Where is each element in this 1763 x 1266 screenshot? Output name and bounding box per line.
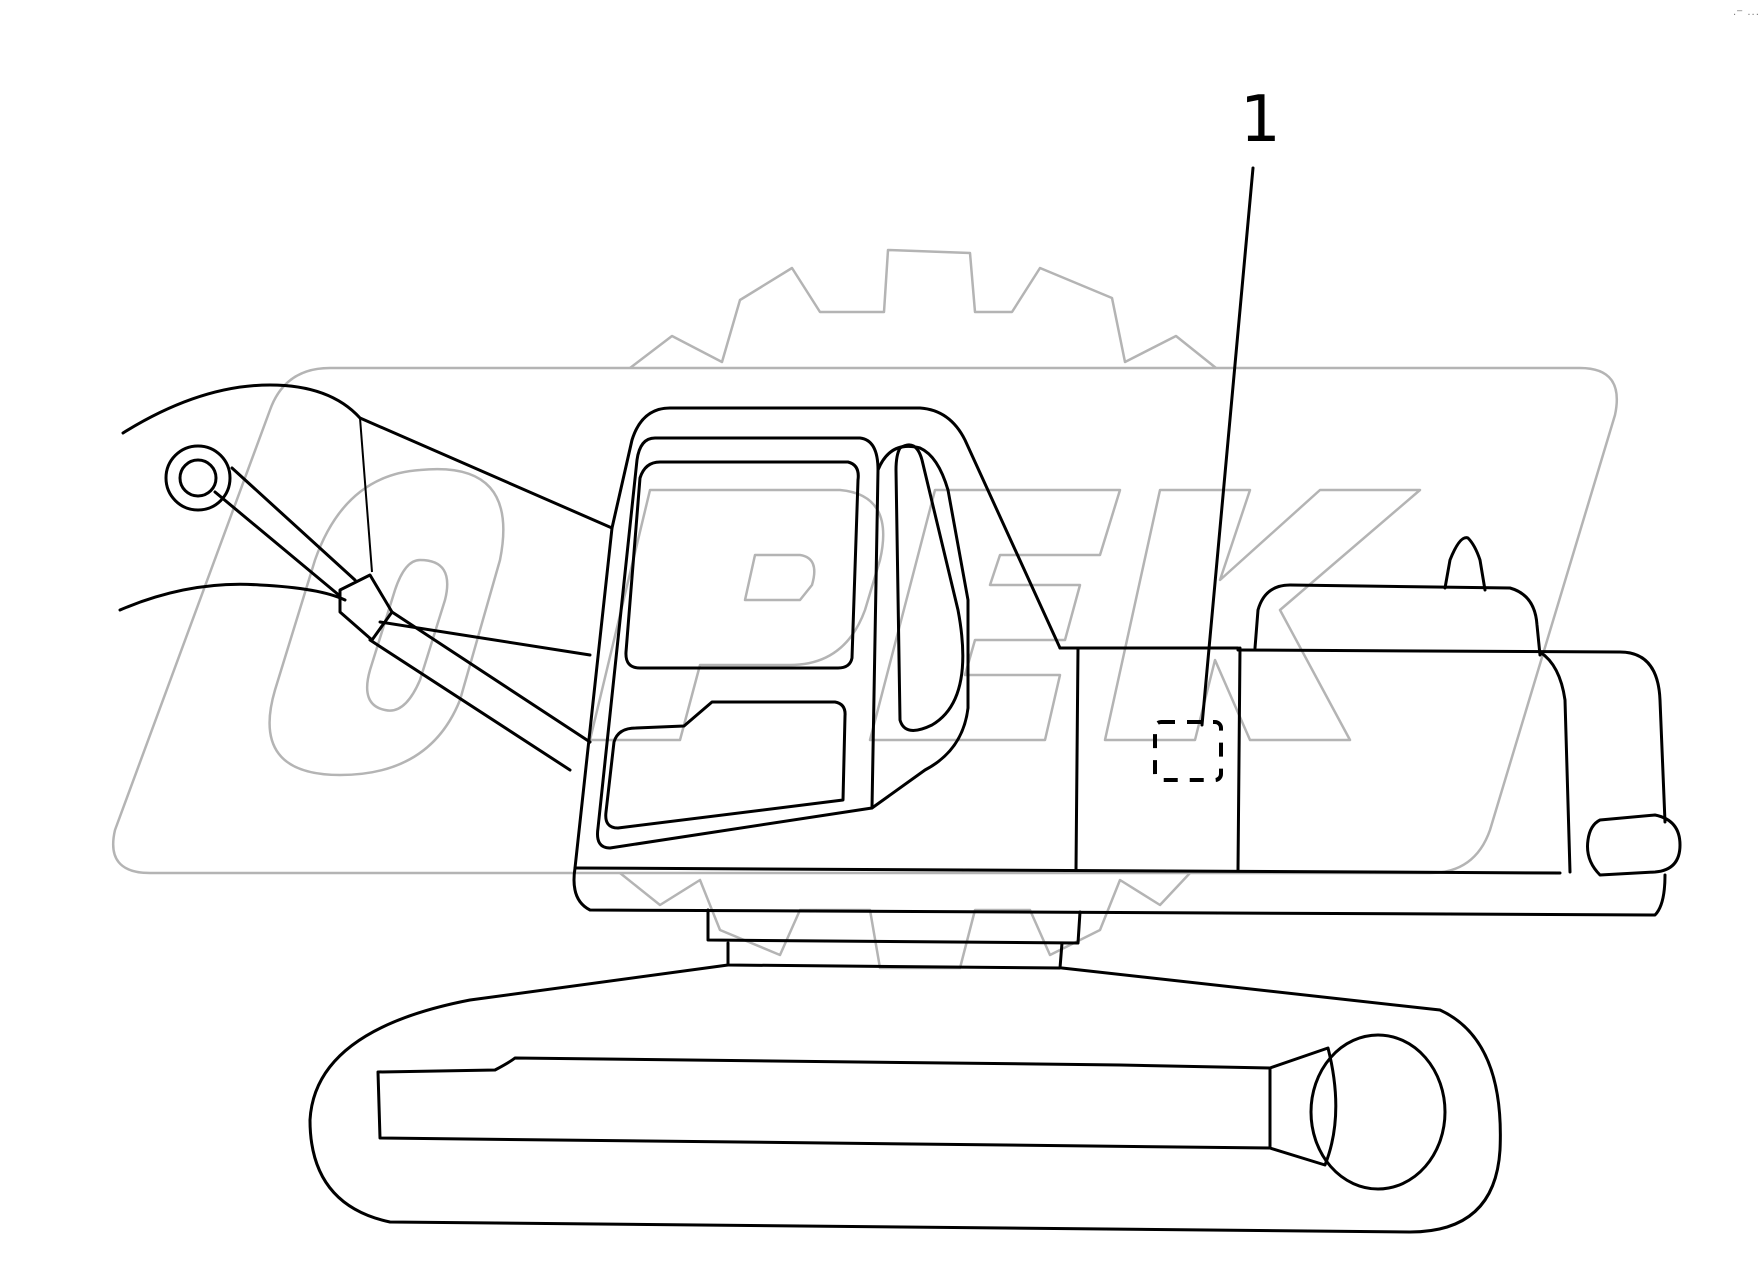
callout-1 <box>1153 166 1255 782</box>
label-plate-target <box>1153 720 1223 782</box>
excavator-drawing <box>118 383 1682 1234</box>
callout-number: 1 <box>1240 83 1281 157</box>
leader-line <box>1200 166 1255 727</box>
scan-marks: ·‾ ··· <box>1733 10 1760 21</box>
